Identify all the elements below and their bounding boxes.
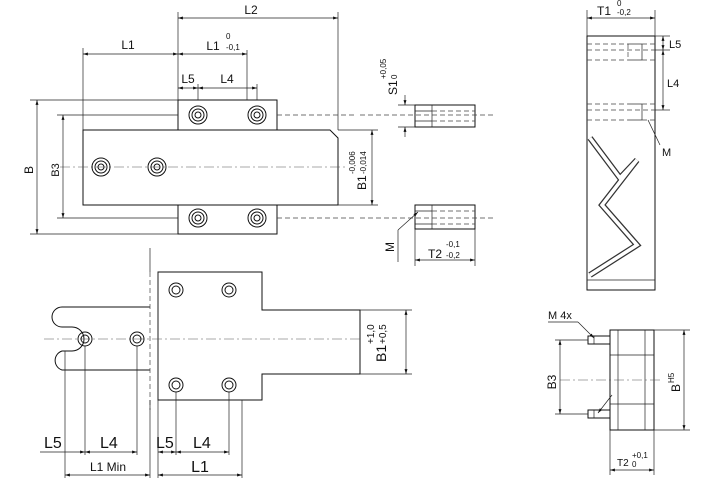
side-dim-l5: L5 — [669, 39, 681, 51]
bottom-dim-l5a: L5 — [44, 435, 62, 452]
dim-t1-up: 0 — [617, 0, 622, 8]
bottom-dim-b1-dn: +0,5 — [378, 324, 389, 344]
spacer-upper — [414, 104, 476, 128]
dim-b: B — [22, 166, 36, 174]
bottom-dim-l4a: L4 — [100, 435, 118, 452]
upper-bolt-2 — [247, 105, 267, 125]
pin-upper — [587, 335, 611, 345]
slotted-strip — [51, 306, 150, 371]
end-dim-b3: B3 — [545, 374, 559, 389]
dim-b1-up: -0,006 — [348, 151, 357, 174]
bottom-dim-b1: B1 — [373, 345, 389, 362]
rail-bolt-left — [91, 157, 111, 177]
spacer-parts: S1 +0,05 0 T2 -0,1 -0,2 M — [360, 58, 495, 266]
spacer-lower — [414, 204, 476, 230]
dim-s1-up: +0,05 — [379, 58, 388, 79]
end-dim-t2-up: +0,1 — [632, 451, 648, 460]
bottom-dim-l5b: L5 — [156, 435, 174, 452]
dim-t1: T1 — [597, 4, 611, 18]
end-dim-t2: T2 — [617, 458, 629, 469]
dim-b1: B1 — [355, 175, 369, 190]
lower-block — [177, 204, 278, 235]
rail-body — [82, 129, 339, 206]
dim-t1-dn: -0,2 — [617, 8, 631, 17]
side-view: T1 0 -0,2 L5 L4 M — [586, 0, 681, 291]
dim-s1: S1 — [386, 80, 400, 95]
dim-l2: L2 — [244, 3, 258, 17]
label-m-4x: M 4x — [548, 310, 572, 322]
dim-s1-dn: 0 — [390, 74, 399, 79]
lower-bolt-2 — [247, 208, 267, 228]
upper-bolt-1 — [188, 105, 208, 125]
body-hole-1 — [168, 282, 184, 298]
carrier-body — [157, 271, 361, 401]
dim-l1-tol-dn: -0,1 — [226, 43, 240, 52]
bottom-dim-l1min: L1 Min — [90, 460, 126, 474]
dim-t2: T2 — [428, 247, 442, 261]
side-dim-l4: L4 — [667, 78, 679, 90]
body-hole-2 — [221, 282, 237, 298]
dim-b1-dn: -0,014 — [359, 151, 368, 174]
lower-bolt-1 — [188, 208, 208, 228]
end-dim-b-tol: H5 — [667, 372, 676, 383]
bottom-view: L5 L4 L1 Min L5 L4 L1 B1 +1,0 +0,5 — [40, 248, 412, 478]
label-m: M — [383, 242, 397, 252]
upper-block — [177, 99, 278, 131]
dim-l4: L4 — [220, 72, 234, 86]
dim-b3: B3 — [50, 163, 62, 176]
side-body — [586, 35, 656, 291]
side-label-m: M — [662, 147, 671, 159]
top-view: L2 L1 L1 0 -0,1 L5 L4 B B3 B1 -0,006 -0,… — [22, 3, 378, 235]
rail-bolt-right — [147, 157, 167, 177]
dim-l1-tol: L1 — [206, 39, 220, 53]
dim-l1-tol-up: 0 — [226, 32, 231, 41]
dim-l5: L5 — [181, 72, 195, 86]
end-dim-t2-dn: 0 — [632, 460, 637, 469]
dim-l1: L1 — [121, 38, 135, 52]
end-view: M 4x B3 B H5 T2 +0,1 0 — [545, 310, 690, 475]
bottom-dim-l4b: L4 — [193, 435, 211, 452]
bottom-dim-l1: L1 — [191, 459, 209, 476]
dim-t2-up: -0,1 — [446, 240, 460, 249]
end-dim-b: B — [669, 384, 683, 392]
bottom-dim-b1-up: +1,0 — [366, 324, 377, 344]
dim-t2-dn: -0,2 — [446, 251, 460, 260]
